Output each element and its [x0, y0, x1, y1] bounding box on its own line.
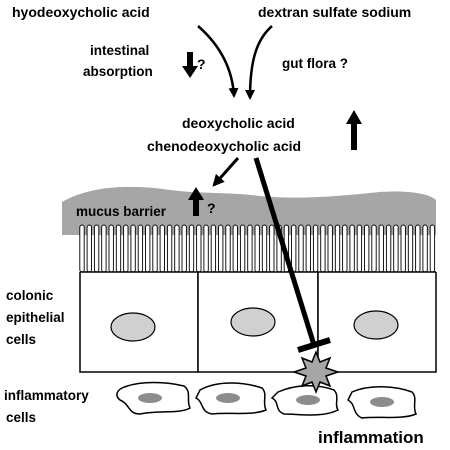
inflammatory-nucleus	[138, 393, 162, 403]
inhibition-bar	[297, 337, 331, 353]
microvillus	[239, 224, 246, 273]
deoxycholic-acid-label: deoxycholic acid	[182, 115, 295, 131]
microvillus	[218, 224, 224, 273]
microvillus	[247, 224, 253, 273]
microvillus	[196, 224, 202, 273]
cells-label: cells	[6, 332, 36, 347]
microvillus	[305, 224, 311, 273]
microvillus	[334, 224, 341, 273]
epithelial-cells	[79, 271, 437, 373]
microvillus	[342, 224, 348, 273]
microvillus	[269, 224, 275, 273]
absorption-question-mark: ?	[197, 56, 206, 72]
microvillus	[152, 224, 158, 273]
inflammatory-nucleus	[296, 395, 320, 405]
inflammatory-nucleus	[370, 397, 394, 407]
microvillus	[86, 224, 92, 273]
inflammatory-cells	[116, 381, 418, 419]
hyodeoxycholic-to-bile-acids-arrow	[197, 25, 239, 98]
inflammatory-nucleus	[216, 393, 240, 403]
microvillus	[393, 224, 399, 273]
mucus-layer	[62, 186, 436, 235]
cell-nucleus	[230, 307, 276, 337]
dss-to-bile-acids-arrow	[245, 25, 273, 100]
microvillus	[364, 224, 370, 273]
microvillus	[422, 224, 428, 273]
microvillus	[101, 224, 107, 273]
microvillus	[407, 224, 414, 273]
microvillus	[349, 224, 355, 273]
microvilli-brush-border	[79, 224, 436, 273]
inflammatory-cells-label: cells	[6, 410, 36, 425]
microvillus	[327, 224, 333, 273]
inflammatory-label: inflammatory	[4, 388, 89, 403]
microvillus	[115, 224, 122, 273]
microvillus	[203, 224, 209, 273]
microvillus	[400, 224, 406, 273]
microvillus	[261, 224, 268, 273]
inflammation-burst-icon	[291, 349, 341, 395]
microvillus	[429, 224, 436, 273]
microvillus	[291, 224, 297, 273]
microvillus	[378, 224, 384, 273]
microvillus	[356, 224, 363, 273]
microvillus	[93, 224, 100, 273]
mucus-up-arrow-icon	[188, 187, 204, 216]
absorption-down-arrow-icon	[182, 52, 198, 78]
bile-acid-up-arrow-icon	[346, 110, 362, 150]
intestinal-label: intestinal	[90, 43, 149, 58]
microvillus	[137, 224, 144, 273]
hyodeoxycholic-acid-label: hyodeoxycholic acid	[12, 4, 150, 20]
mucus-barrier-label: mucus barrier	[76, 204, 167, 219]
dextran-sulfate-sodium-label: dextran sulfate sodium	[258, 4, 411, 20]
microvillus	[415, 224, 421, 273]
microvillus	[166, 224, 173, 273]
chenodeoxycholic-acid-label: chenodeoxycholic acid	[147, 138, 301, 154]
microvillus	[232, 224, 238, 273]
microvillus	[320, 224, 326, 273]
microvillus	[312, 224, 319, 273]
microvillus	[108, 224, 114, 273]
microvillus	[130, 224, 136, 273]
microvillus	[174, 224, 180, 273]
microvillus	[298, 224, 304, 273]
microvillus	[159, 224, 165, 273]
epithelial-label: epithelial	[6, 310, 65, 325]
microvillus	[254, 224, 260, 273]
microvillus	[181, 224, 187, 273]
microvillus	[188, 224, 195, 273]
microvillus	[79, 224, 85, 273]
mucus-question-mark: ?	[207, 200, 216, 216]
gut-flora-label: gut flora ?	[282, 56, 348, 71]
microvillus	[123, 224, 129, 273]
microvillus	[210, 224, 217, 273]
cell-nucleus	[110, 312, 156, 342]
microvillus	[145, 224, 151, 273]
bile-acids-to-mucus-arrow	[212, 157, 240, 187]
absorption-label: absorption	[83, 64, 153, 79]
inhibition-arrow	[253, 157, 331, 353]
microvillus	[385, 224, 392, 273]
microvillus	[225, 224, 231, 273]
cell-nucleus	[353, 310, 399, 340]
colonic-label: colonic	[6, 288, 54, 303]
inflammation-label: inflammation	[318, 428, 424, 447]
inhibition-line	[253, 157, 317, 346]
microvillus	[371, 224, 377, 273]
